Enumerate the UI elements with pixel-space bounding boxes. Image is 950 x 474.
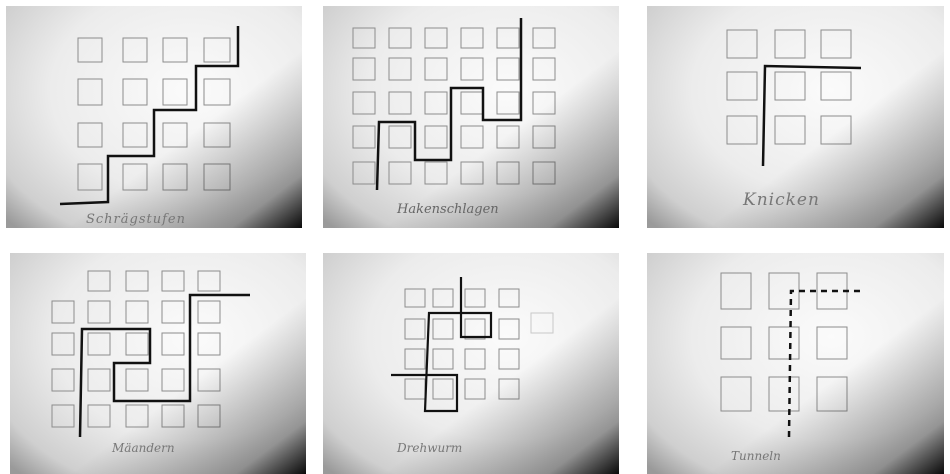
sketch-hakenschlagen (323, 6, 619, 228)
photo-maeandern: Mäandern (10, 253, 306, 474)
photo-drehwurm: Drehwurm (323, 253, 619, 474)
photo-schraegstufen: Schrägstufen (6, 6, 302, 228)
sketch-schraegstufen (6, 6, 302, 228)
sketch-tunneln (647, 253, 944, 474)
photo-caption: Hakenschlagen (397, 202, 499, 217)
sketch-drehwurm (323, 253, 619, 474)
photo-caption: Drehwurm (397, 441, 462, 455)
photo-knicken: Knicken (647, 6, 944, 228)
photo-caption: Tunneln (731, 449, 781, 463)
photo-caption: Schrägstufen (86, 212, 186, 227)
photo-caption: Knicken (743, 190, 820, 210)
photo-caption: Mäandern (112, 441, 175, 455)
photo-tunneln: Tunneln (647, 253, 944, 474)
photo-hakenschlagen: Hakenschlagen (323, 6, 619, 228)
